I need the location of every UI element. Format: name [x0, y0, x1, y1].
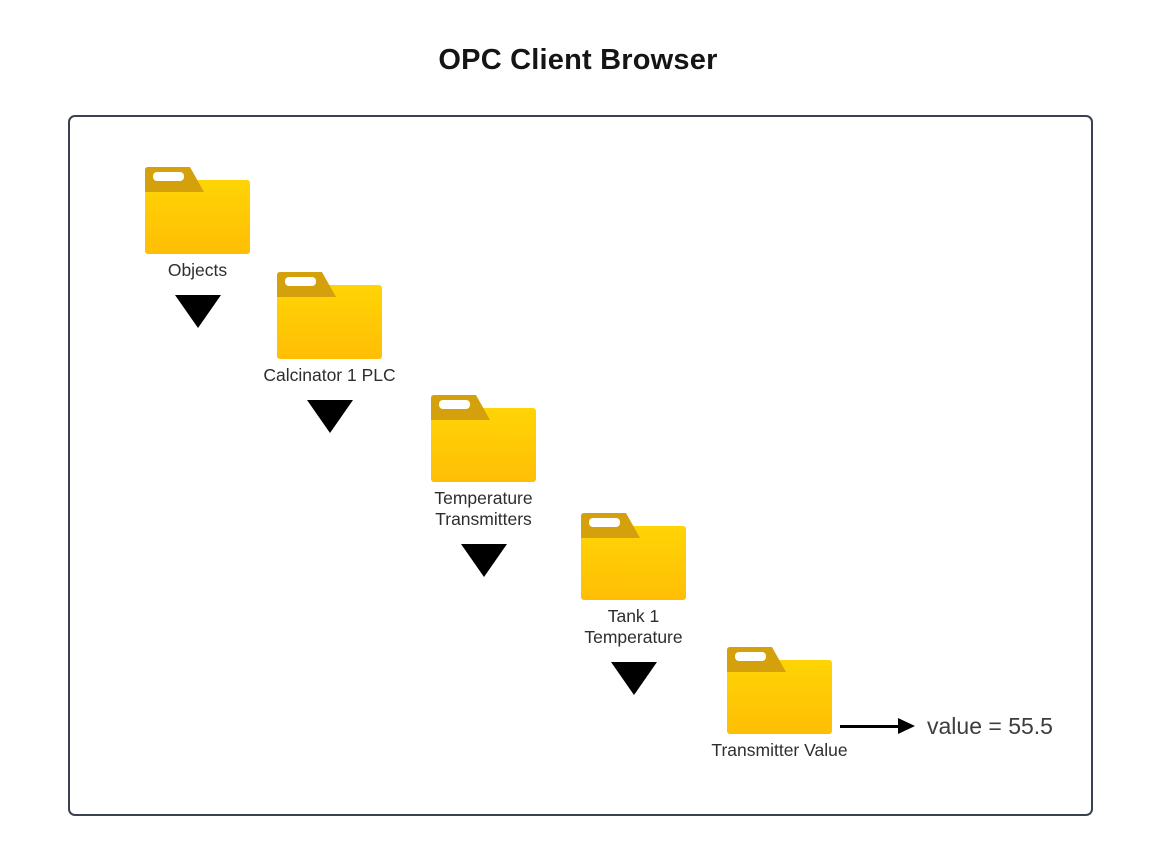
value-arrow-head-icon [898, 718, 915, 734]
value-annotation: value = 55.5 [927, 713, 1053, 739]
folder-icon [727, 647, 832, 734]
tree-node-transmitter-value: Transmitter Value [711, 647, 848, 761]
tree-node-objects: Objects [145, 167, 250, 328]
expand-down-arrow-icon [174, 295, 221, 328]
expand-down-arrow-icon [306, 400, 353, 433]
page-title: OPC Client Browser [438, 44, 718, 76]
value-arrow-line [840, 725, 898, 728]
tree-node-label: Transmitter Value [711, 740, 848, 760]
tree-node-label: Temperature Transmitters [434, 488, 533, 529]
tree-node-label: Objects [167, 260, 228, 280]
folder-icon [277, 272, 382, 359]
tree-node-temperature-transmitters: Temperature Transmitters [431, 395, 536, 577]
expand-down-arrow-icon [460, 544, 507, 577]
folder-icon [431, 395, 536, 482]
folder-icon [581, 513, 686, 600]
opc-browser-panel: Objects Calcinator 1 PLC Temperature Tra… [68, 115, 1093, 816]
tree-node-label: Calcinator 1 PLC [263, 365, 396, 385]
expand-down-arrow-icon [610, 662, 657, 695]
tree-node-calcinator-1-plc: Calcinator 1 PLC [263, 272, 396, 433]
tree-node-tank-1-temperature: Tank 1 Temperature [581, 513, 686, 695]
folder-icon [145, 167, 250, 254]
tree-node-label: Tank 1 Temperature [584, 606, 683, 647]
